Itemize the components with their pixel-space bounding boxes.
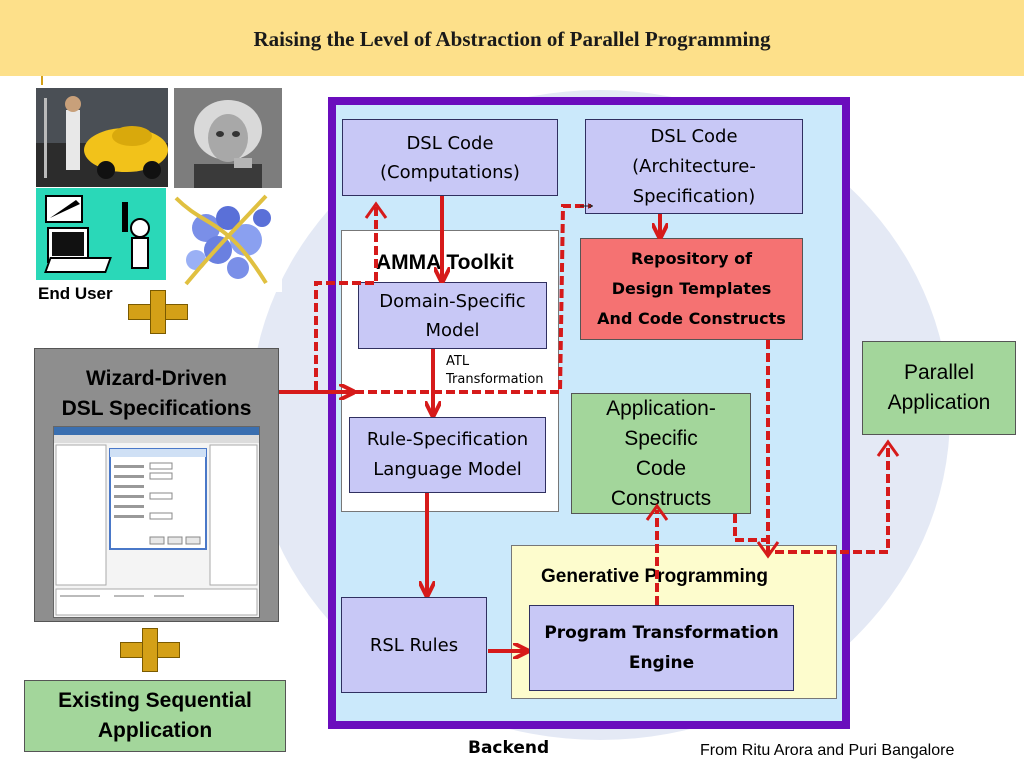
arrowhead-to-appcode xyxy=(645,503,669,521)
rsl-rules-label: RSL Rules xyxy=(369,634,459,656)
repo-line3: And Code Constructs xyxy=(597,309,786,328)
scientist-portrait-photo xyxy=(174,88,282,188)
rsl-rules-box: RSL Rules xyxy=(341,597,487,693)
end-user-label: End User xyxy=(38,284,113,303)
arrowhead-to-generative xyxy=(756,541,780,559)
wizard-dsl-panel: Wizard-Driven DSL Specifications xyxy=(34,348,279,622)
app-line2: Specific xyxy=(624,426,698,450)
domain-specific-model-box: Domain-Specific Model xyxy=(358,282,547,349)
rule-spec-line2: Language Model xyxy=(373,459,522,480)
header-tick xyxy=(41,76,43,85)
backend-label: Backend xyxy=(468,738,550,758)
dsl-arch-line3: Specification) xyxy=(632,185,756,207)
domain-model-line1: Domain-Specific xyxy=(379,290,526,312)
domain-model-line2: Model xyxy=(425,319,480,341)
slide-title: Raising the Level of Abstraction of Para… xyxy=(253,27,771,51)
dsl-arch-line1: DSL Code xyxy=(650,125,738,147)
arrowhead-to-dslcomp xyxy=(364,201,388,219)
existing-sequential-app-box: Existing Sequential Application xyxy=(24,680,286,752)
generative-programming-label: Generative Programming xyxy=(541,566,769,587)
dsl-comp-line1: DSL Code xyxy=(406,132,494,154)
dsl-comp-line2: (Computations) xyxy=(380,161,520,183)
repo-line1: Repository of xyxy=(630,249,753,268)
dsl-arch-line2: (Architecture- xyxy=(632,155,756,177)
engineer-car-photo xyxy=(36,88,168,187)
rule-spec-language-model-box: Rule-Specification Language Model xyxy=(349,417,546,493)
program-transformation-engine-box: Program Transformation Engine xyxy=(529,605,794,691)
pte-line2: Engine xyxy=(628,653,695,673)
repository-design-templates-box: Repository of Design Templates And Code … xyxy=(580,238,803,340)
amma-toolkit-label: AMMA Toolkit xyxy=(376,251,514,274)
computer-user-clipart xyxy=(36,188,166,280)
plus-icon xyxy=(120,628,180,672)
atl-transformation-label: ATL Transformation xyxy=(446,353,544,389)
parallel-line1: Parallel xyxy=(903,361,975,384)
wizard-title-line2: DSL Specifications xyxy=(61,397,252,420)
app-line4: Constructs xyxy=(610,486,712,510)
title-bar: Raising the Level of Abstraction of Para… xyxy=(0,0,1024,76)
repo-line2: Design Templates xyxy=(611,279,772,298)
plus-icon xyxy=(128,290,188,334)
pte-line1: Program Transformation xyxy=(544,623,779,643)
parallel-line2: Application xyxy=(887,391,991,414)
molecule-illustration xyxy=(166,188,282,292)
rule-spec-line1: Rule-Specification xyxy=(366,429,529,450)
credit-text: From Ritu Arora and Puri Bangalore xyxy=(700,742,955,759)
arrowhead-to-parallel xyxy=(876,439,900,457)
app-line1: Application- xyxy=(606,396,716,420)
atl-line2: Transformation xyxy=(446,372,544,387)
dsl-code-architecture-box: DSL Code (Architecture- Specification) xyxy=(585,119,803,214)
parallel-application-box: Parallel Application xyxy=(862,341,1016,435)
atl-line1: ATL xyxy=(446,354,470,369)
wizard-screenshot xyxy=(53,426,260,618)
wizard-title-line1: Wizard-Driven xyxy=(85,367,227,390)
existing-line2: Application xyxy=(97,719,213,742)
app-line3: Code xyxy=(635,456,687,480)
dsl-code-computations-box: DSL Code (Computations) xyxy=(342,119,558,196)
existing-line1: Existing Sequential xyxy=(58,689,252,712)
